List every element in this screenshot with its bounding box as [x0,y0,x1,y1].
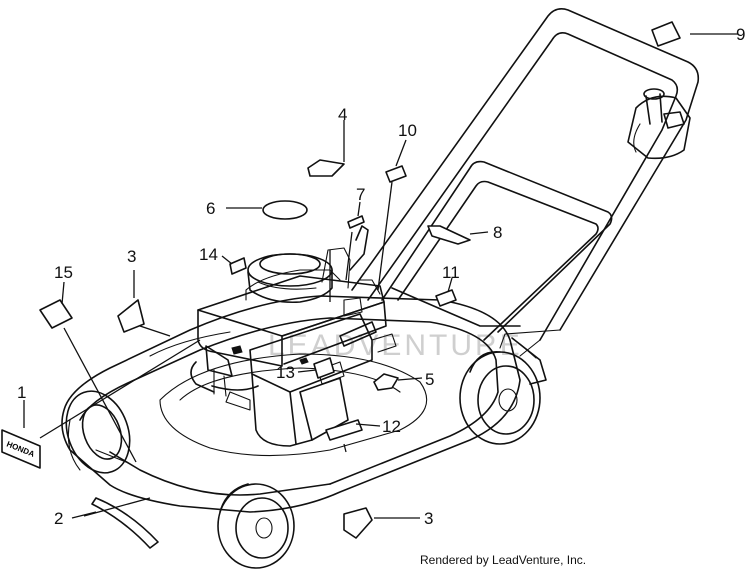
label-2-decal [91,497,159,549]
label-3-decal-left [117,299,145,333]
label-10-decal [385,165,407,183]
callout-11: 11 [442,263,460,282]
mower-deck [61,295,521,513]
label-8-decal [427,225,471,245]
label-11-decal [435,289,457,307]
callout-numbers: 1 2 3 3 4 5 6 7 8 9 10 11 12 13 14 15 [17,25,745,528]
front-right-wheel [217,483,295,569]
label-3-decal-right [343,507,373,539]
callout-12: 12 [382,417,401,436]
leader-lines [23,33,738,519]
label-14-decal [229,257,247,275]
callout-14: 14 [199,245,218,264]
label-12-decal [325,419,363,441]
rear-right-wheel [459,351,541,445]
callout-13: 13 [276,363,295,382]
render-credit: Rendered by LeadVenture, Inc. [420,553,586,567]
label-1-decal: HONDA [1,429,41,469]
callout-3-lower: 3 [424,509,433,528]
engine [190,225,397,447]
label-5-decal [373,373,399,391]
label-15-decal [39,299,73,329]
callout-2: 2 [54,509,63,528]
callout-9: 9 [736,25,745,44]
callout-8: 8 [493,223,502,242]
callout-7: 7 [356,185,365,204]
label-6-decal [262,200,308,220]
callout-5: 5 [425,370,434,389]
handle-assembly [351,8,700,357]
callout-15: 15 [54,263,73,282]
front-left-wheel [65,390,131,474]
air-cleaner [247,253,333,304]
callout-4: 4 [338,105,347,124]
label-7-decal [347,215,365,229]
throttle-lever [627,88,691,160]
rear-left-wheel-bracket [511,337,547,385]
watermark: LEADVENTURE [268,329,523,362]
callout-1: 1 [17,383,26,402]
callout-10: 10 [398,121,417,140]
callout-3-upper: 3 [127,247,136,266]
label-4-decal [307,159,345,177]
label-9-decal [651,21,681,47]
callout-6: 6 [206,199,215,218]
label-13-decal [313,357,335,379]
